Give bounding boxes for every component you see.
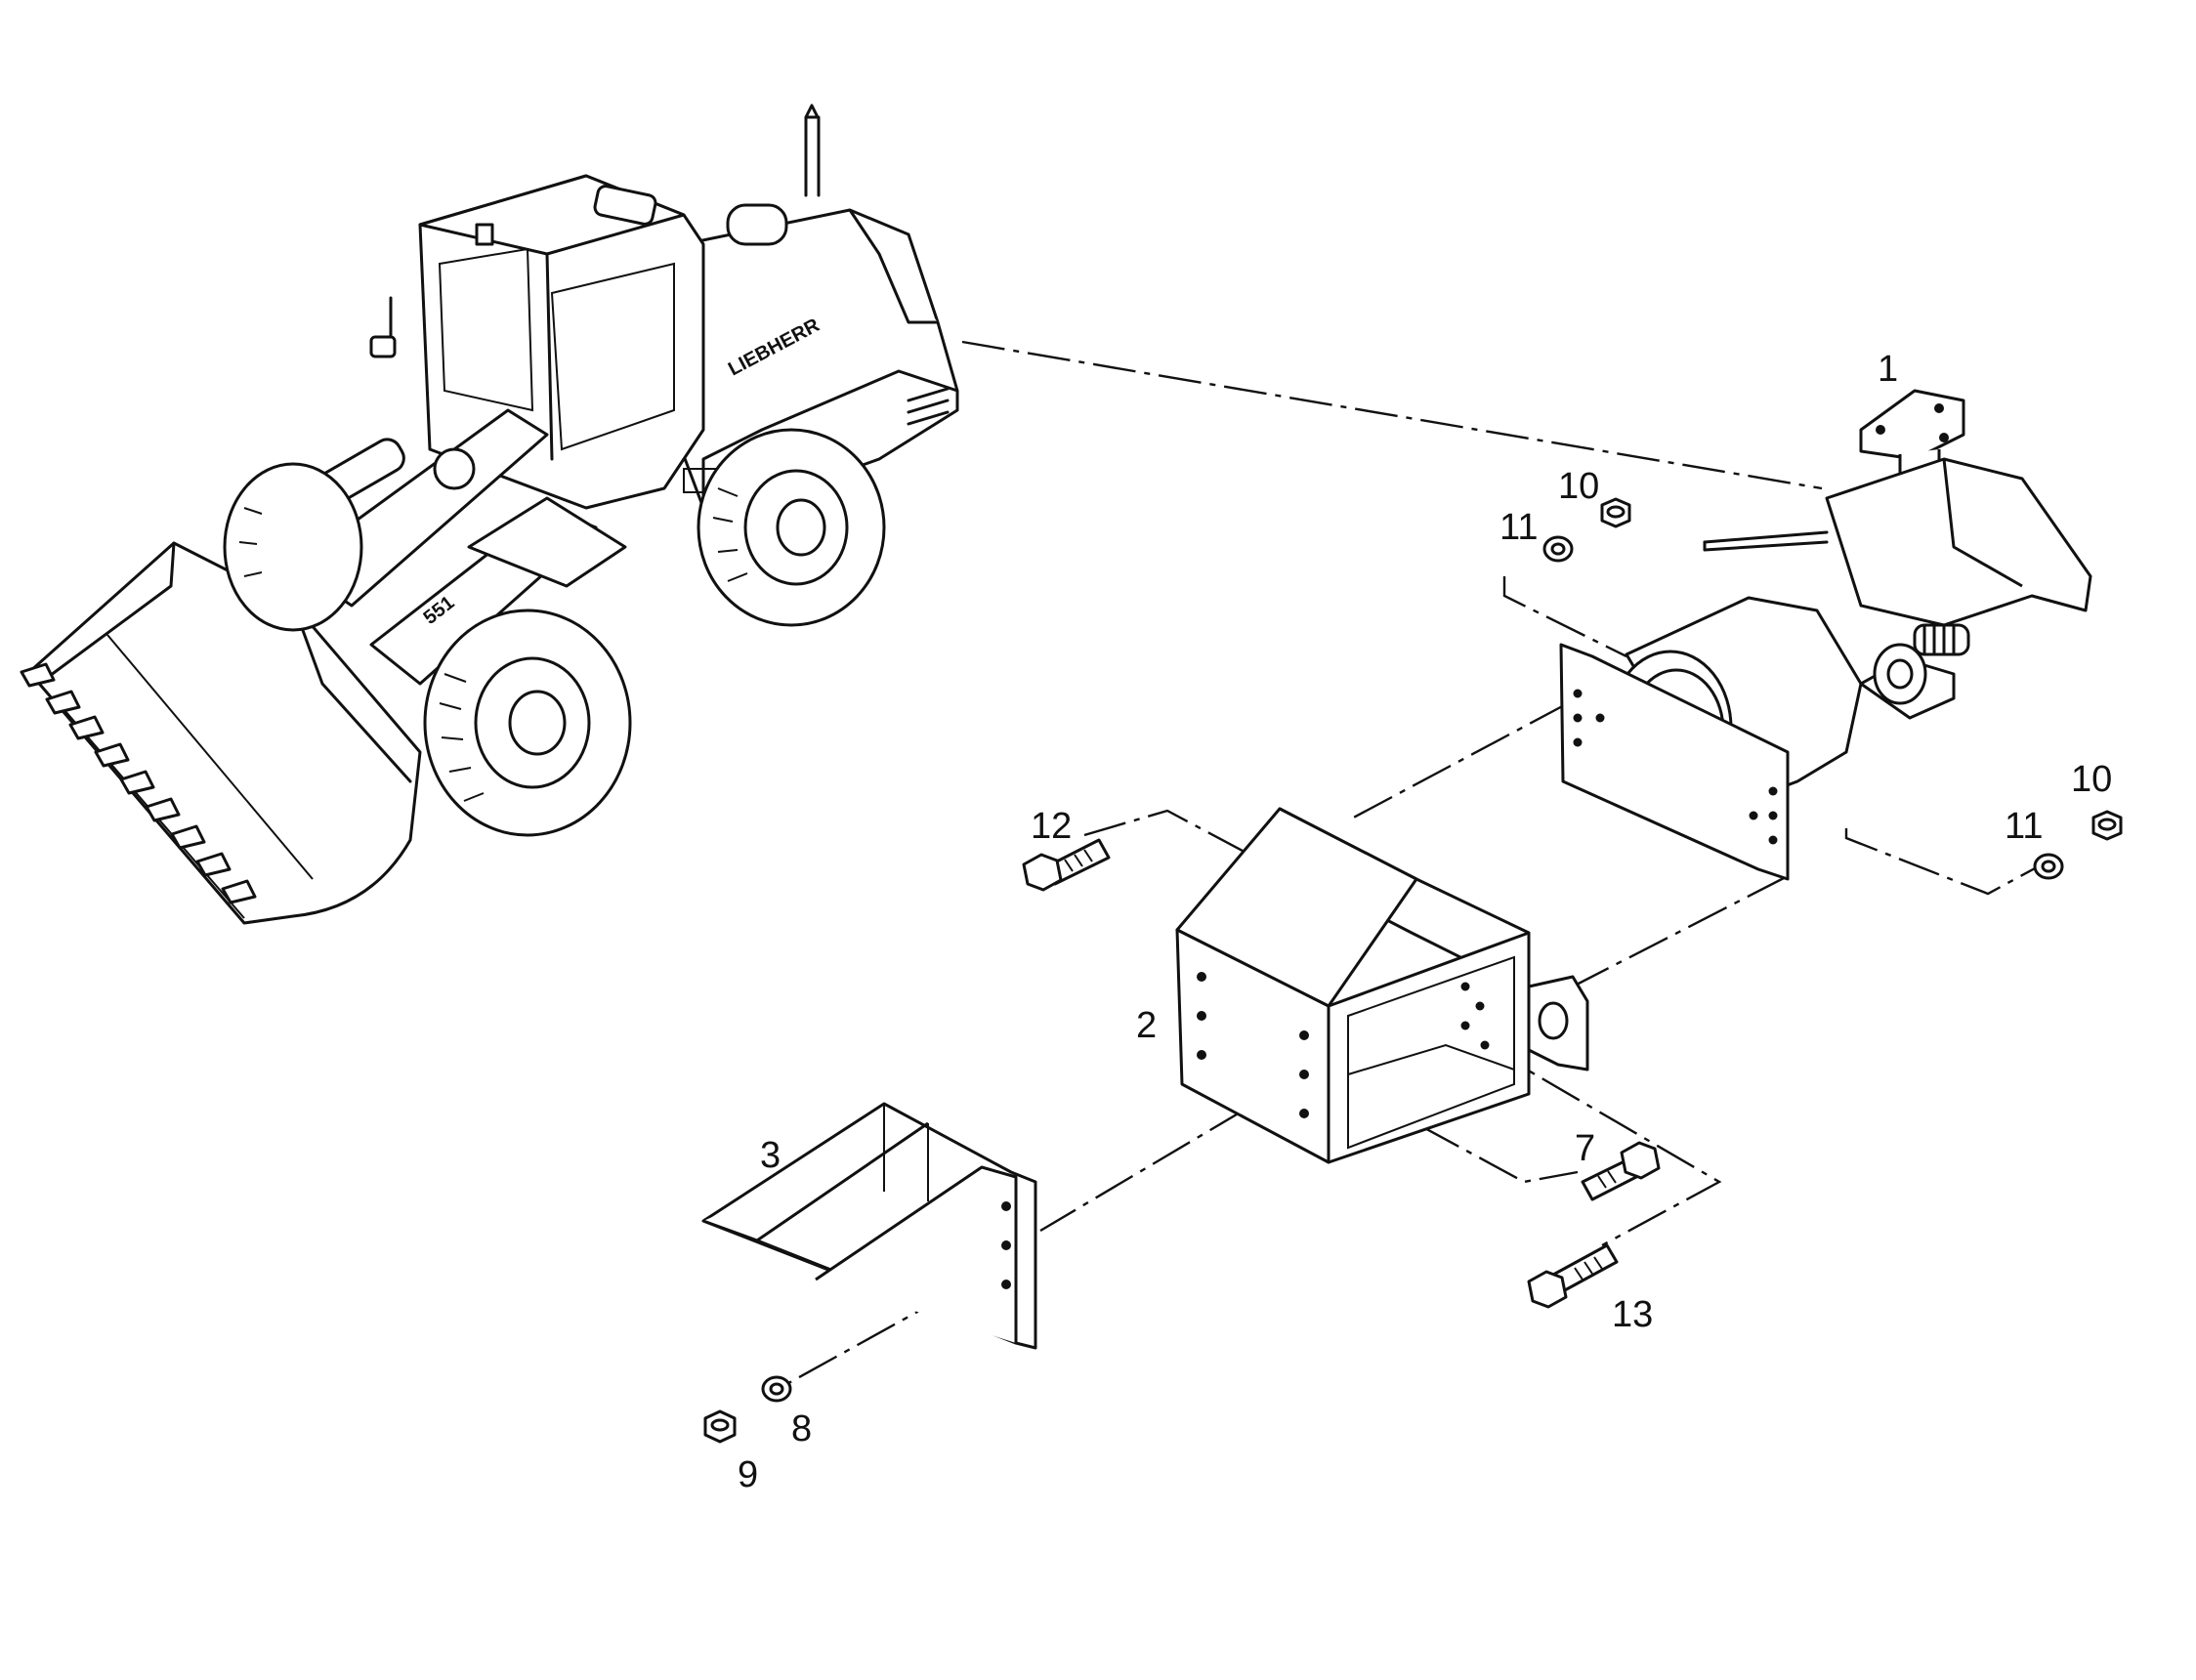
wheel-loader-illustration: LIEBHERR 551 xyxy=(20,104,959,925)
part-8-washer xyxy=(761,1375,792,1403)
part-1-coupling xyxy=(1559,389,2092,881)
loader-front-wheel xyxy=(423,609,632,837)
part-13-bolt xyxy=(1527,1243,1619,1309)
loader-rear-wheel xyxy=(697,428,886,627)
part-9-nut xyxy=(703,1409,737,1444)
label-part-13: 13 xyxy=(1612,1294,1653,1335)
label-part-2: 2 xyxy=(1136,1005,1157,1046)
loader-cab xyxy=(369,174,705,510)
label-part-10-right: 10 xyxy=(2071,759,2112,800)
label-part-9: 9 xyxy=(738,1454,758,1495)
part-labels: 1 10 11 10 11 12 2 3 7 13 8 9 xyxy=(738,349,2112,1495)
label-part-8: 8 xyxy=(791,1408,812,1449)
part-7-bolt xyxy=(1581,1141,1661,1201)
label-part-1: 1 xyxy=(1878,349,1898,390)
part-10-nut-right xyxy=(2091,810,2123,841)
label-part-10-top: 10 xyxy=(1558,466,1599,507)
part-12-bolt xyxy=(1022,838,1111,892)
part-3-bracket xyxy=(701,1102,1037,1350)
loader-front-left-wheel xyxy=(223,462,363,632)
label-part-3: 3 xyxy=(760,1135,781,1176)
label-part-7: 7 xyxy=(1575,1128,1595,1169)
label-part-11-right: 11 xyxy=(2005,806,2043,847)
part-11-washer-top xyxy=(1542,535,1574,563)
label-part-11-top: 11 xyxy=(1499,507,1538,548)
loader-bucket xyxy=(20,541,422,925)
part-11-washer-right xyxy=(2033,853,2064,880)
part-10-nut-top xyxy=(1600,497,1631,528)
label-part-12: 12 xyxy=(1031,806,1072,847)
part-2-housing xyxy=(1175,807,1589,1164)
